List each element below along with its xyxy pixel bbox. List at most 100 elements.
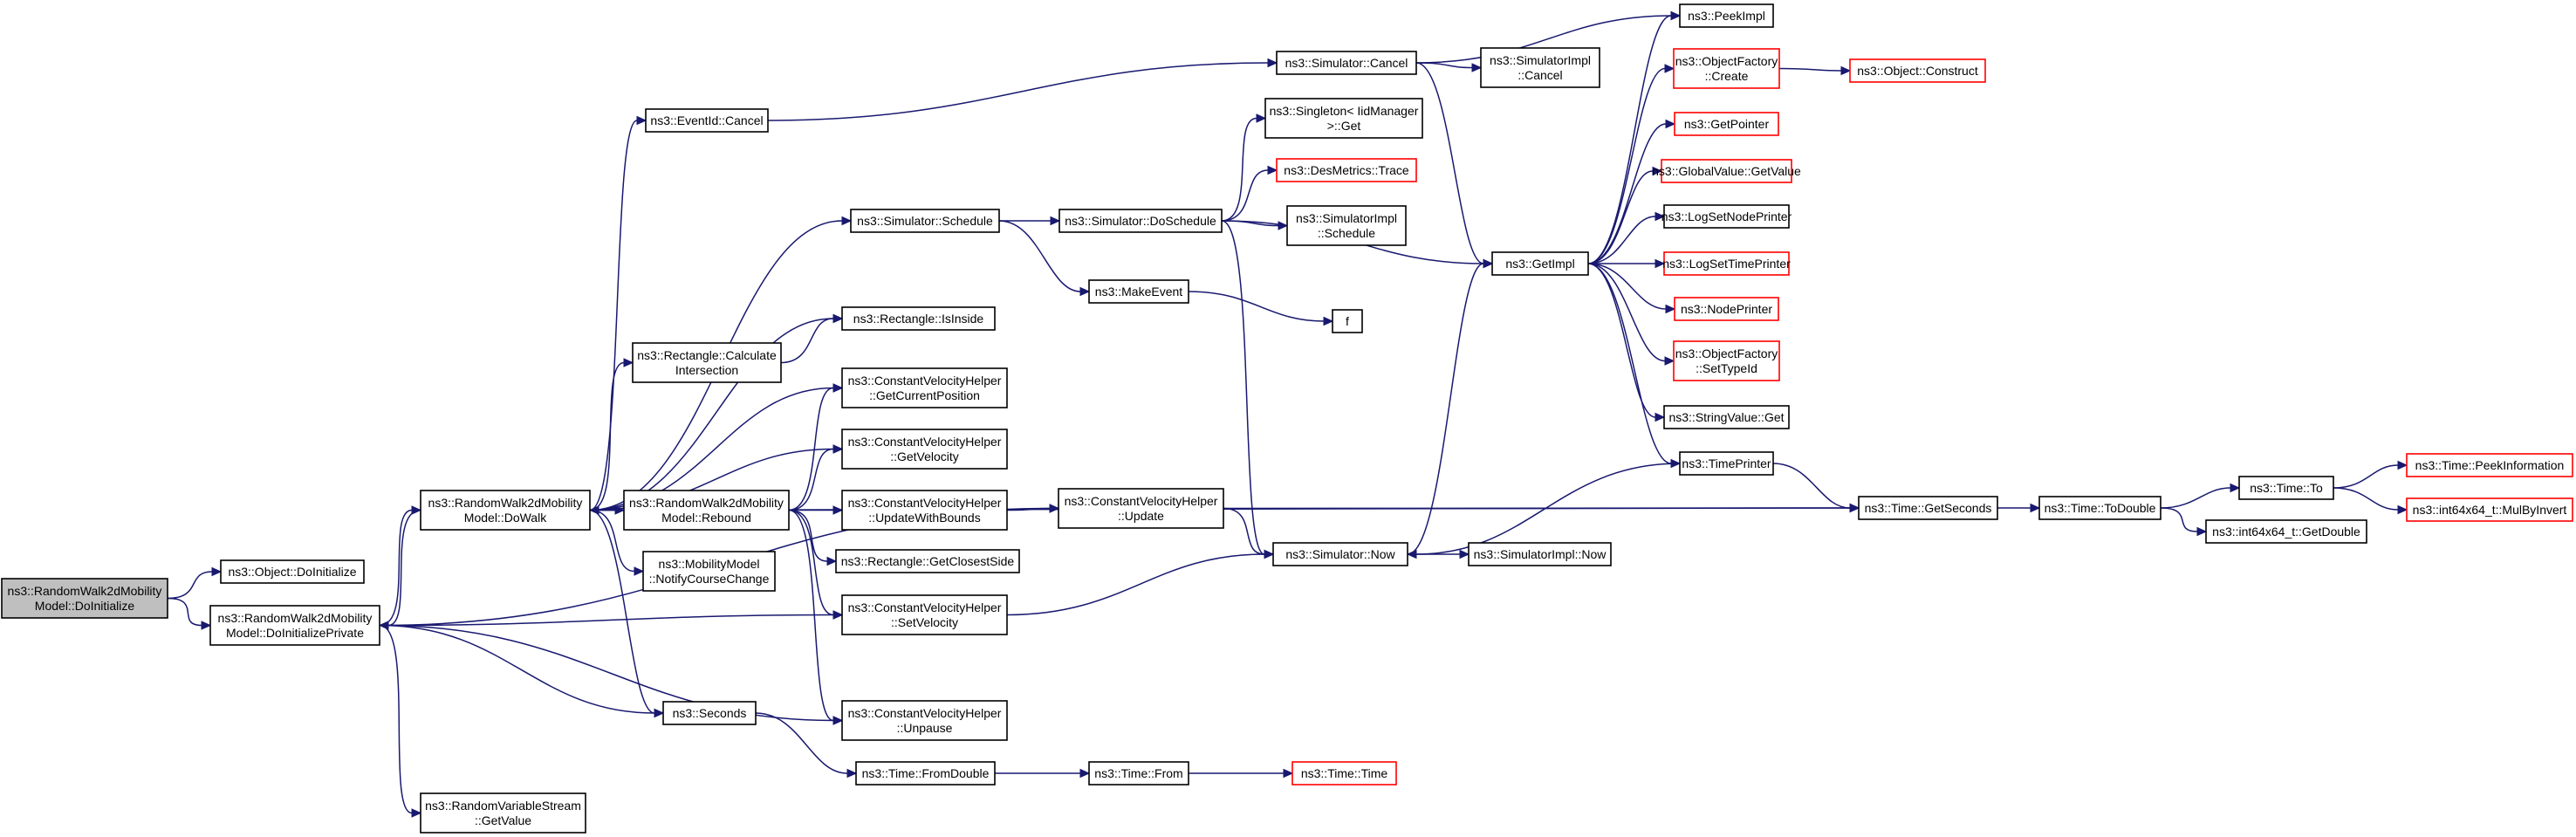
- node-ns3-timeprinter[interactable]: ns3::TimePrinter: [1679, 451, 1774, 476]
- node-box[interactable]: [835, 549, 1020, 573]
- node-box[interactable]: [1276, 51, 1417, 75]
- node-ns3-randomwalk2dmobility-model-doinitialize[interactable]: ns3::RandomWalk2dMobilityModel::DoInitia…: [1, 578, 168, 619]
- node-box[interactable]: [2205, 519, 2367, 544]
- node-ns3-randomwalk2dmobility-model-doinitializeprivate[interactable]: ns3::RandomWalk2dMobilityModel::DoInitia…: [209, 605, 380, 646]
- node-box[interactable]: [1286, 205, 1407, 246]
- node-box[interactable]: [1673, 340, 1780, 381]
- node-box[interactable]: [850, 209, 1000, 233]
- node-ns3-rectangle-getclosestside[interactable]: ns3::Rectangle::GetClosestSide: [835, 549, 1020, 573]
- node-box[interactable]: [1858, 496, 1998, 520]
- node-ns3-simulatorimpl-schedule[interactable]: ns3::SimulatorImpl::Schedule: [1286, 205, 1407, 246]
- node-ns3-constantvelocityhelper-getvelocity[interactable]: ns3::ConstantVelocityHelper::GetVelocity: [841, 429, 1008, 470]
- node-box[interactable]: [841, 367, 1008, 408]
- node-box[interactable]: [1661, 159, 1792, 183]
- node-ns3-nodeprinter[interactable]: ns3::NodePrinter: [1674, 297, 1779, 321]
- node-box[interactable]: [1058, 488, 1224, 529]
- node-box[interactable]: [642, 551, 776, 592]
- node-box[interactable]: [2406, 453, 2573, 477]
- node-ns3-time-from[interactable]: ns3::Time::From: [1088, 761, 1189, 786]
- node-ns3-constantvelocityhelper-update[interactable]: ns3::ConstantVelocityHelper::Update: [1058, 488, 1224, 529]
- node-box[interactable]: [662, 701, 757, 725]
- node-ns3-time-peekinformation[interactable]: ns3::Time::PeekInformation: [2406, 453, 2573, 477]
- node-box[interactable]: [1291, 761, 1397, 786]
- node-box[interactable]: [1088, 761, 1189, 786]
- node-ns3-time-to[interactable]: ns3::Time::To: [2238, 476, 2334, 500]
- node-box[interactable]: [855, 761, 996, 786]
- node-box[interactable]: [1849, 58, 1986, 83]
- node-box[interactable]: [1663, 251, 1790, 276]
- node-ns3-rectangle-isinside[interactable]: ns3::Rectangle::IsInside: [841, 306, 996, 331]
- node-ns3-simulator-schedule[interactable]: ns3::Simulator::Schedule: [850, 209, 1000, 233]
- node-box[interactable]: [1674, 112, 1779, 136]
- node-box[interactable]: [1480, 47, 1600, 88]
- node-box[interactable]: [1663, 204, 1790, 229]
- node-box[interactable]: [632, 342, 782, 383]
- node-ns3-getimpl[interactable]: ns3::GetImpl: [1491, 251, 1589, 276]
- node-box[interactable]: [420, 792, 586, 834]
- node-ns3-seconds[interactable]: ns3::Seconds: [662, 701, 757, 725]
- node-ns3-simulatorimpl-cancel[interactable]: ns3::SimulatorImpl::Cancel: [1480, 47, 1600, 88]
- node-ns3-getpointer[interactable]: ns3::GetPointer: [1674, 112, 1779, 136]
- node-ns3-object-doinitialize[interactable]: ns3::Object::DoInitialize: [220, 559, 365, 584]
- node-box[interactable]: [2038, 496, 2162, 520]
- node-ns3-objectfactory-settypeid[interactable]: ns3::ObjectFactory::SetTypeId: [1673, 340, 1780, 381]
- node-ns3-time-fromdouble[interactable]: ns3::Time::FromDouble: [855, 761, 996, 786]
- node-ns3-simulator-doschedule[interactable]: ns3::Simulator::DoSchedule: [1058, 209, 1223, 233]
- node-box[interactable]: [1276, 158, 1417, 182]
- node-ns3-simulator-cancel[interactable]: ns3::Simulator::Cancel: [1276, 51, 1417, 75]
- node-box[interactable]: [645, 108, 769, 133]
- node-box[interactable]: [1663, 405, 1790, 429]
- node-ns3-logsettimeprinter[interactable]: ns3::LogSetTimePrinter: [1662, 251, 1791, 276]
- node-ns3-constantvelocityhelper-getcurrentposition[interactable]: ns3::ConstantVelocityHelper::GetCurrentP…: [841, 367, 1008, 408]
- node-ns3-stringvalue-get[interactable]: ns3::StringValue::Get: [1663, 405, 1790, 429]
- node-box[interactable]: [2406, 497, 2573, 522]
- node-box[interactable]: [841, 306, 996, 331]
- node-ns3-constantvelocityhelper-setvelocity[interactable]: ns3::ConstantVelocityHelper::SetVelocity: [841, 594, 1008, 635]
- node-ns3-constantvelocityhelper-updatewithbounds[interactable]: ns3::ConstantVelocityHelper::UpdateWithB…: [841, 490, 1008, 531]
- node-box[interactable]: [841, 429, 1008, 470]
- node-ns3-logsetnodeprinter[interactable]: ns3::LogSetNodePrinter: [1661, 204, 1792, 229]
- node-box[interactable]: [1674, 297, 1779, 321]
- node-box[interactable]: [220, 559, 365, 584]
- node-ns3-globalvalue-getvalue[interactable]: ns3::GlobalValue::GetValue: [1652, 159, 1801, 183]
- node-ns3-object-construct[interactable]: ns3::Object::Construct: [1849, 58, 1986, 83]
- node-box[interactable]: [1679, 451, 1774, 476]
- node-box[interactable]: [1673, 48, 1780, 89]
- node-box[interactable]: [1679, 3, 1774, 28]
- node-ns3-time-getseconds[interactable]: ns3::Time::GetSeconds: [1858, 496, 1998, 520]
- node-box[interactable]: [209, 605, 380, 646]
- node-box[interactable]: [841, 594, 1008, 635]
- node-box[interactable]: [623, 490, 790, 531]
- node-ns3-peekimpl[interactable]: ns3::PeekImpl: [1679, 3, 1774, 28]
- node-ns3-mobilitymodel-notifycoursechange[interactable]: ns3::MobilityModel::NotifyCourseChange: [642, 551, 776, 592]
- node-box[interactable]: [2238, 476, 2334, 500]
- node-ns3-desmetrics-trace[interactable]: ns3::DesMetrics::Trace: [1276, 158, 1417, 182]
- node-ns3-constantvelocityhelper-unpause[interactable]: ns3::ConstantVelocityHelper::Unpause: [841, 700, 1008, 741]
- node-box[interactable]: [1088, 279, 1189, 304]
- node-box[interactable]: [1491, 251, 1589, 276]
- node-box[interactable]: [1332, 309, 1363, 333]
- node-box[interactable]: [1, 578, 168, 619]
- node-ns3-simulatorimpl-now[interactable]: ns3::SimulatorImpl::Now: [1468, 542, 1612, 566]
- node-ns3-randomvariablestream-getvalue[interactable]: ns3::RandomVariableStream::GetValue: [420, 792, 586, 834]
- node-ns3-time-todouble[interactable]: ns3::Time::ToDouble: [2038, 496, 2162, 520]
- node-box[interactable]: [1272, 542, 1408, 566]
- node-ns3-simulator-now[interactable]: ns3::Simulator::Now: [1272, 542, 1408, 566]
- node-ns3-makeevent[interactable]: ns3::MakeEvent: [1088, 279, 1189, 304]
- node-box[interactable]: [841, 490, 1008, 531]
- node-box[interactable]: [1468, 542, 1612, 566]
- node-ns3-eventid-cancel[interactable]: ns3::EventId::Cancel: [645, 108, 769, 133]
- node-box[interactable]: [1058, 209, 1223, 233]
- node-ns3-int64x64-t-mulbyinvert[interactable]: ns3::int64x64_t::MulByInvert: [2406, 497, 2573, 522]
- node-ns3-singleton-iidmanager-get[interactable]: ns3::Singleton< IidManager >::Get: [1264, 98, 1423, 139]
- node-box[interactable]: [1264, 98, 1423, 139]
- node-ns3-objectfactory-create[interactable]: ns3::ObjectFactory::Create: [1673, 48, 1780, 89]
- node-ns3-int64x64-t-getdouble[interactable]: ns3::int64x64_t::GetDouble: [2205, 519, 2367, 544]
- node-box[interactable]: [841, 700, 1008, 741]
- node-ns3-time-time[interactable]: ns3::Time::Time: [1291, 761, 1397, 786]
- node-box[interactable]: [420, 490, 591, 531]
- node-f[interactable]: f: [1332, 309, 1363, 333]
